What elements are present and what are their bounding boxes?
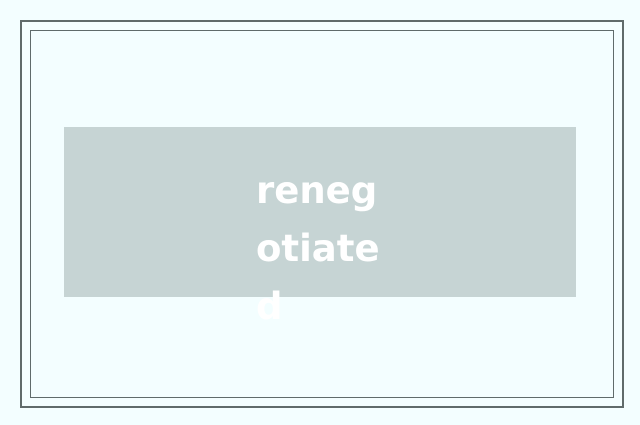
outer-frame bbox=[20, 20, 624, 408]
text-banner bbox=[64, 127, 576, 297]
inner-frame bbox=[30, 30, 614, 398]
banner-text: renegotiated bbox=[256, 169, 380, 328]
